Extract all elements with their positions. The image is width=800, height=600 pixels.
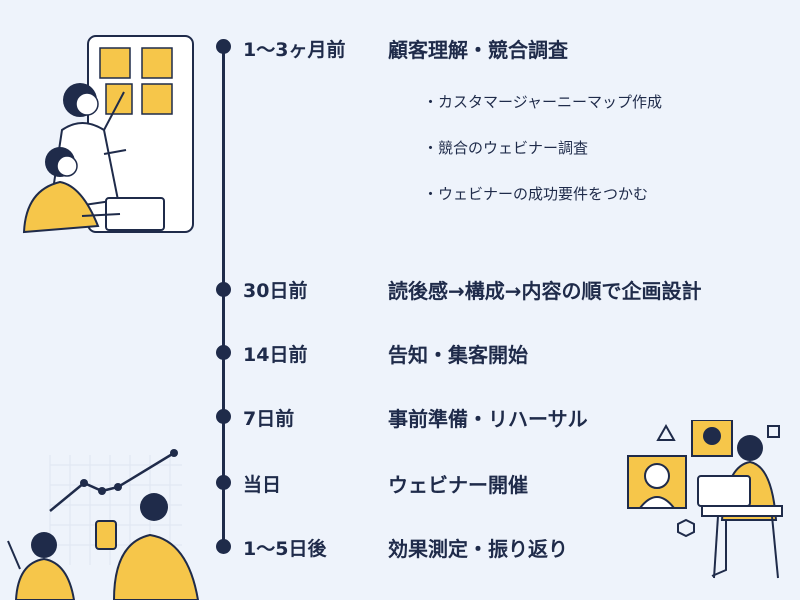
step-title: 告知・集客開始	[388, 343, 528, 367]
timeline-dot	[216, 409, 231, 424]
step-title: ウェビナー開催	[388, 473, 528, 497]
step-title: 事前準備・リハーサル	[388, 407, 588, 431]
step-title: 効果測定・振り返り	[388, 537, 568, 561]
step-time: 1〜3ヶ月前	[243, 39, 346, 61]
step-time: 1〜5日後	[243, 538, 327, 560]
step-detail: ・競合のウェビナー調査	[423, 139, 589, 157]
step-time: 7日前	[243, 408, 295, 430]
step-time: 30日前	[243, 280, 308, 302]
timeline-dot	[216, 345, 231, 360]
video-call-illustration	[627, 420, 783, 579]
step-title: 読後感→構成→内容の順で企画設計	[388, 279, 702, 303]
growth-chart-illustration	[7, 449, 200, 600]
timeline-dot	[216, 475, 231, 490]
step-time: 当日	[243, 474, 282, 496]
step-title: 顧客理解・競合調査	[388, 38, 568, 62]
timeline-dot	[216, 39, 231, 54]
timeline-line	[222, 44, 225, 550]
step-time: 14日前	[243, 344, 308, 366]
puzzle-team-illustration	[22, 35, 194, 234]
step-detail: ・ウェビナーの成功要件をつかむ	[423, 185, 649, 203]
step-detail: ・カスタマージャーニーマップ作成	[423, 93, 662, 111]
timeline-dot	[216, 282, 231, 297]
timeline-dot	[216, 539, 231, 554]
